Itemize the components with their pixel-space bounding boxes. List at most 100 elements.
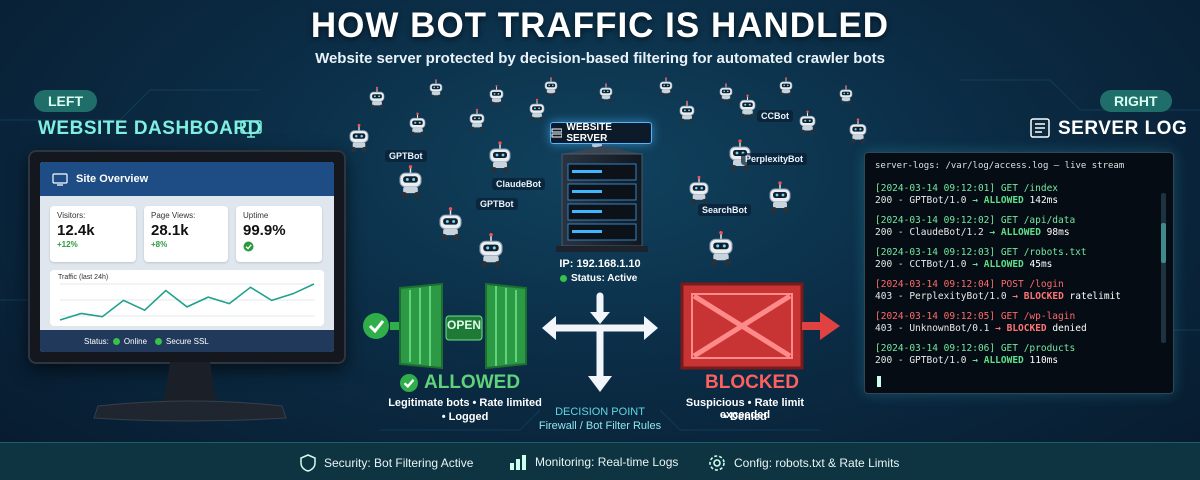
log-request: [2024-03-14 09:12:03] GET /robots.txt	[875, 247, 1087, 258]
log-status: ALLOWED	[983, 355, 1024, 366]
stat-card-uptime: Uptime 99.9%	[236, 206, 322, 262]
log-extra: ratelimit	[1069, 291, 1122, 302]
bar-chart-icon	[510, 455, 526, 470]
log-response: 200 - CCTBot/1.0 → ALLOWED 45ms	[875, 259, 1145, 271]
open-gate	[363, 282, 527, 370]
log-scrollbar[interactable]	[1161, 193, 1166, 343]
right-section-title: SERVER LOG	[1058, 118, 1188, 139]
log-scrollbar-thumb[interactable]	[1161, 223, 1166, 263]
decision-arrows	[542, 292, 658, 392]
server-status: Status: Active	[560, 273, 637, 284]
log-request: [2024-03-14 09:12:06] GET /products	[875, 343, 1076, 354]
log-arrow-icon: →	[972, 195, 978, 206]
bot-label-perplexitybot: PerplexityBot	[741, 153, 808, 165]
server-label: WEBSITE SERVER	[550, 122, 652, 144]
log-status: BLOCKED	[1006, 323, 1047, 334]
blocked-desc-1: Suspicious • Rate limit exceeded	[685, 397, 805, 421]
traffic-line	[59, 283, 315, 321]
stat-value: 12.4k	[57, 222, 95, 239]
stat-card-pageviews: Page Views: 28.1k +8%	[144, 206, 228, 262]
footer-security: Security: Bot Filtering Active	[300, 454, 473, 472]
log-arrow-icon: →	[989, 227, 996, 238]
log-extra: 45ms	[1029, 259, 1053, 270]
stat-value: 28.1k	[151, 222, 189, 239]
log-code-agent: 200 - GPTBot/1.0	[875, 355, 967, 366]
traffic-label: Traffic (last 24h)	[58, 274, 109, 281]
page-title: HOW BOT TRAFFIC IS HANDLED	[310, 6, 890, 45]
log-code-agent: 200 - ClaudeBot/1.2	[875, 227, 984, 238]
log-arrow-icon: →	[1012, 291, 1019, 302]
blocked-gate	[680, 282, 840, 370]
log-code-agent: 403 - PerplexityBot/1.0	[875, 291, 1007, 302]
footer-bar: Security: Bot Filtering Active Monitorin…	[0, 442, 1200, 480]
open-label: OPEN	[446, 318, 481, 332]
log-cursor	[877, 376, 881, 387]
server-mini-icon	[551, 128, 563, 138]
bot-label-gptbot: GPTBot	[385, 150, 427, 162]
gear-icon	[709, 455, 725, 471]
stat-label: Page Views:	[151, 211, 196, 220]
log-response: 403 - UnknownBot/0.1 → BLOCKED denied	[875, 323, 1145, 335]
log-code-agent: 403 - UnknownBot/0.1	[875, 323, 990, 334]
screen-icon	[52, 172, 68, 186]
log-arrow-icon: →	[972, 355, 978, 366]
right-pill: RIGHT	[1100, 90, 1172, 112]
status-online: Online	[123, 336, 148, 346]
log-response: 403 - PerplexityBot/1.0 → BLOCKED rateli…	[875, 291, 1145, 303]
status-prefix: Status:	[84, 336, 109, 346]
blocked-desc-2: • Denied	[723, 411, 767, 423]
log-header: server-logs: /var/log/access.log — live …	[875, 161, 1125, 171]
dashboard-title: Site Overview	[76, 173, 149, 185]
ssl-dot-icon	[155, 337, 163, 345]
allowed-check-icon	[400, 374, 418, 392]
stat-value: 99.9%	[243, 222, 286, 239]
dashboard-status-bar: Status: Online Secure SSL	[40, 330, 334, 352]
log-status: BLOCKED	[1023, 291, 1064, 302]
server-ip: IP: 192.168.1.10	[559, 258, 641, 270]
log-arrow-icon: →	[995, 323, 1001, 334]
status-ssl: Secure SSL	[166, 336, 209, 346]
dashboard-monitor: Site Overview Visitors: 12.4k +12% Page …	[28, 150, 346, 364]
log-list-icon	[1030, 118, 1050, 138]
log-request: [2024-03-14 09:12:05] GET /wp-lagin	[875, 311, 1076, 322]
log-arrow-icon: →	[972, 259, 978, 270]
dashboard-header: Site Overview	[40, 162, 334, 196]
footer-monitoring: Monitoring: Real-time Logs	[509, 454, 678, 470]
blocked-title: BLOCKED	[705, 372, 799, 393]
allowed-desc-2: • Logged	[441, 411, 489, 423]
page-subtitle: Website server protected by decision-bas…	[315, 50, 885, 67]
log-extra: 142ms	[1029, 195, 1059, 206]
log-code-agent: 200 - CCTBot/1.0	[875, 259, 967, 270]
server-log-panel[interactable]: server-logs: /var/log/access.log — live …	[864, 152, 1174, 394]
online-dot-icon	[112, 337, 120, 345]
log-extra: 98ms	[1046, 227, 1070, 238]
footer-config: Config: robots.txt & Rate Limits	[708, 454, 899, 472]
log-response: 200 - GPTBot/1.0 → ALLOWED 110ms	[875, 355, 1145, 367]
log-status: ALLOWED	[1000, 227, 1041, 238]
check-icon	[243, 241, 254, 252]
bot-label-claudebot: ClaudeBot	[492, 178, 545, 190]
decision-subtitle: Firewall / Bot Filter Rules	[538, 420, 662, 432]
allowed-desc-1: Legitimate bots • Rate limited	[388, 397, 542, 409]
bot-label-searchbot: SearchBot	[698, 204, 752, 216]
log-request: [2024-03-14 09:12:01] GET /index	[875, 183, 1059, 194]
monitor-stand	[93, 362, 287, 422]
stat-card-visitors: Visitors: 12.4k +12%	[50, 206, 136, 262]
bot-label-ccbot: CCBot	[757, 110, 793, 122]
stat-delta: +12%	[57, 240, 78, 249]
log-extra: denied	[1052, 323, 1087, 334]
left-pill: LEFT	[34, 90, 97, 112]
stat-label: Uptime	[243, 211, 269, 220]
active-dot-icon	[560, 275, 567, 282]
log-request: [2024-03-14 09:12:04] POST /login	[875, 279, 1064, 290]
decision-title: DECISION POINT	[555, 406, 645, 418]
shield-icon	[300, 454, 316, 472]
server-rack-icon	[556, 146, 648, 252]
log-extra: 110ms	[1029, 355, 1059, 366]
